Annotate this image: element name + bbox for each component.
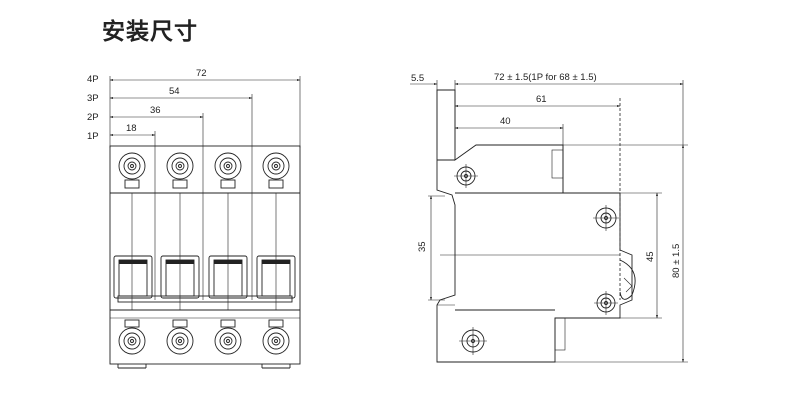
dim-45: 45 xyxy=(645,251,656,262)
pole-label-2p: 2P xyxy=(87,112,99,123)
dim-total-depth: 72 ± 1.5(1P for 68 ± 1.5) xyxy=(494,72,597,83)
top-terminals xyxy=(118,152,290,189)
dim-top-offset: 5.5 xyxy=(411,73,424,84)
dim-61: 61 xyxy=(536,94,547,105)
side-screw-bottom xyxy=(459,327,487,355)
side-screw-low xyxy=(594,291,618,315)
dim-width-4p: 72 xyxy=(196,68,207,79)
dim-80: 80 ± 1.5 xyxy=(671,244,682,278)
page-title: 安装尺寸 xyxy=(102,19,198,45)
front-view: 4P 3P 2P 1P 72 54 36 18 xyxy=(87,68,301,369)
side-view: 5.5 72 ± 1.5(1P for 68 ± 1.5) 61 40 xyxy=(410,72,688,363)
side-screw-top xyxy=(454,164,478,188)
pole-label-1p: 1P xyxy=(87,131,99,142)
dim-35: 35 xyxy=(417,241,428,252)
dim-width-1p: 18 xyxy=(126,123,137,134)
dim-width-2p: 36 xyxy=(150,105,161,116)
pole-label-3p: 3P xyxy=(87,93,99,104)
breaker-body-front xyxy=(109,145,301,365)
din-clip xyxy=(619,259,636,300)
bottom-terminals xyxy=(117,319,291,369)
breaker-body-side xyxy=(436,89,633,363)
dim-40: 40 xyxy=(500,116,511,127)
dim-width-3p: 54 xyxy=(169,86,180,97)
toggle-handles xyxy=(113,255,296,303)
side-screw-mid xyxy=(593,205,619,231)
pole-label-4p: 4P xyxy=(87,74,99,85)
